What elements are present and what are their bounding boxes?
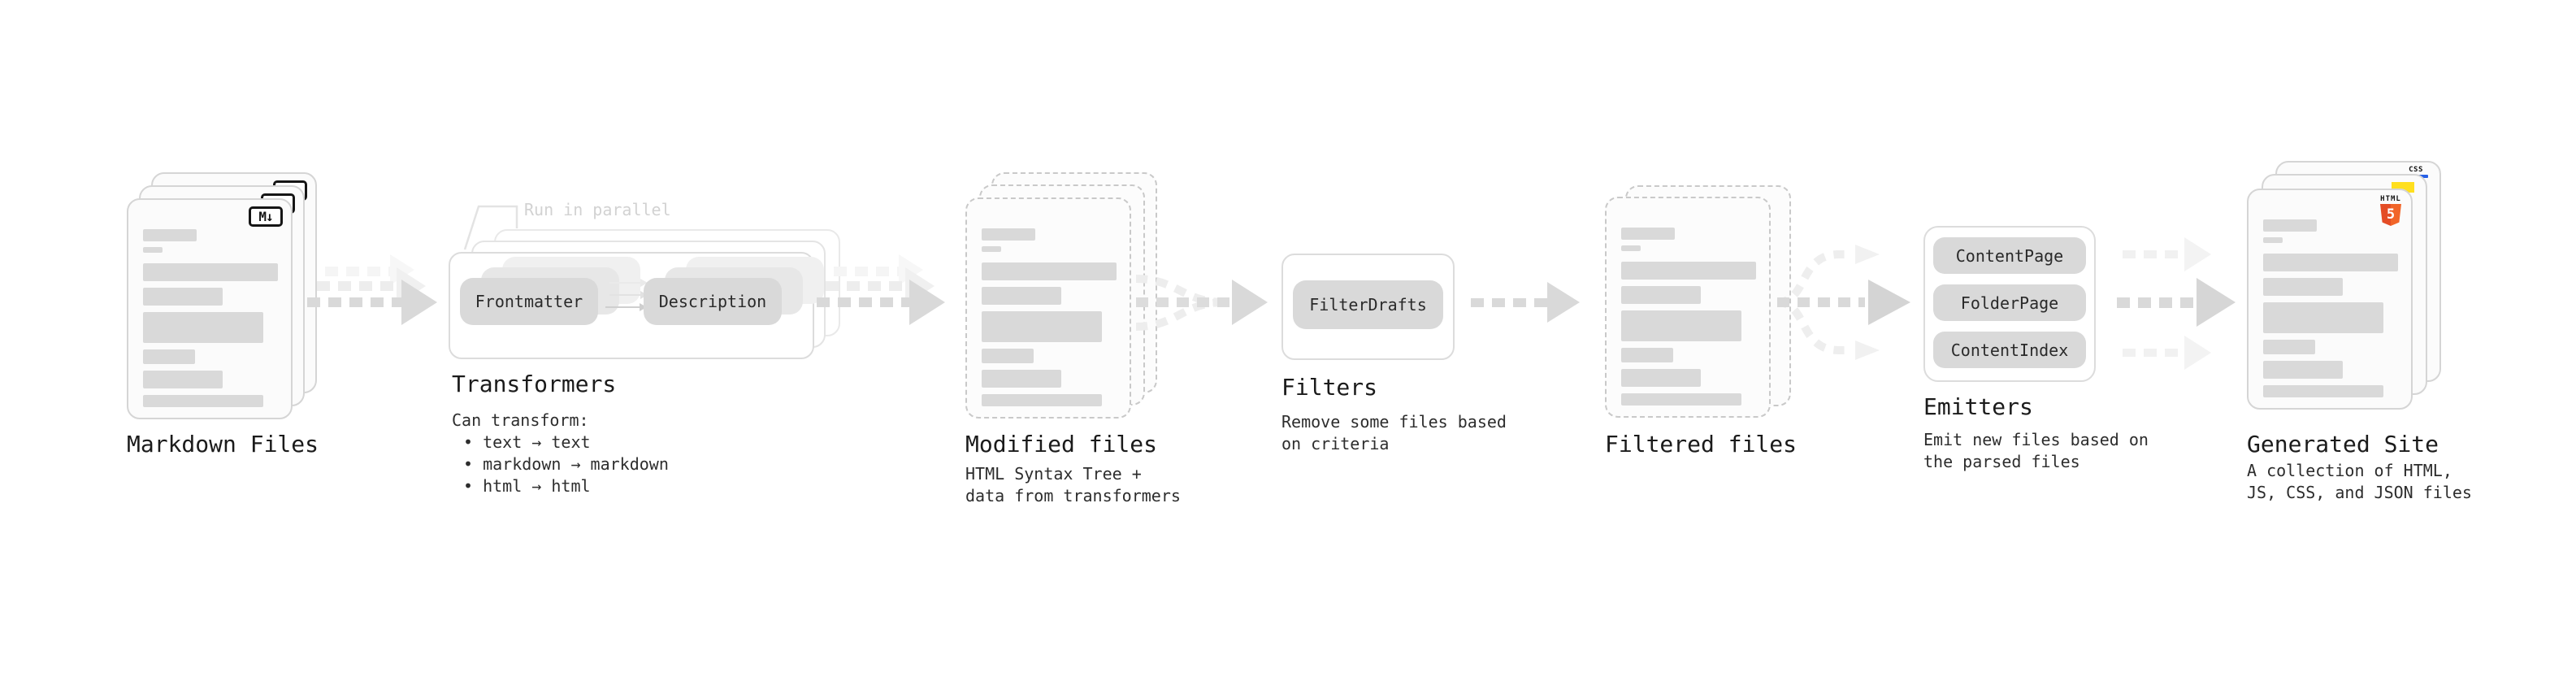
markdown-files-label: Markdown Files — [127, 431, 319, 458]
markdown-file-card-front: M↓ — [127, 198, 293, 419]
text-placeholder — [2263, 361, 2343, 379]
text-placeholder — [143, 312, 263, 343]
text-placeholder — [1621, 262, 1756, 280]
text-placeholder — [143, 371, 223, 388]
run-in-parallel-connector — [463, 205, 518, 250]
transformer-pill-description: Description — [644, 278, 782, 325]
modified-files-subtitle: HTML Syntax Tree + data from transformer… — [965, 463, 1181, 507]
transformer-pill-frontmatter: Frontmatter — [460, 278, 598, 325]
text-placeholder — [143, 247, 163, 253]
filters-label: Filters — [1281, 374, 1378, 401]
text-placeholder — [982, 262, 1117, 280]
text-placeholder — [2263, 302, 2383, 333]
subtitle-line: the parsed files — [1923, 452, 2080, 471]
subtitle-line: JS, CSS, and JSON files — [2247, 483, 2472, 502]
text-placeholder — [143, 229, 197, 241]
text-placeholder — [982, 287, 1061, 305]
subtitle-line: A collection of HTML, — [2247, 461, 2452, 480]
text-placeholder — [2263, 278, 2343, 296]
subtitle-line: Remove some files based — [1281, 412, 1507, 432]
text-placeholder — [2263, 340, 2315, 354]
subtitle-line: HTML Syntax Tree + — [965, 464, 1142, 484]
css-badge-label: CSS — [2409, 166, 2423, 174]
filtered-file-card-front — [1605, 197, 1771, 418]
text-placeholder — [2263, 219, 2317, 232]
generated-file-card-html: HTML 5 — [2247, 189, 2413, 410]
text-placeholder — [982, 311, 1102, 342]
text-placeholder — [143, 263, 278, 281]
text-placeholder — [143, 349, 195, 364]
text-placeholder — [982, 246, 1001, 252]
markdown-icon: M↓ — [249, 206, 283, 227]
generated-site-label: Generated Site — [2247, 431, 2439, 458]
text-placeholder — [1621, 286, 1701, 304]
emitters-label: Emitters — [1923, 393, 2033, 420]
text-placeholder — [982, 394, 1102, 406]
text-placeholder — [2263, 254, 2398, 271]
transformers-subtitle: Can transform: • text → text • markdown … — [452, 410, 669, 497]
fan-out-arrow — [1776, 245, 1910, 360]
text-placeholder — [982, 349, 1034, 363]
emitter-pill-contentindex: ContentIndex — [1933, 332, 2086, 368]
text-placeholder — [143, 395, 263, 407]
filters-subtitle: Remove some files based on criteria — [1281, 411, 1507, 455]
filter-pill-filterdrafts: FilterDrafts — [1293, 280, 1443, 329]
text-placeholder — [2263, 237, 2283, 243]
html5-icon: HTML 5 — [2379, 195, 2403, 226]
text-placeholder — [143, 288, 223, 306]
fan-in-arrow — [1135, 275, 1268, 331]
emitters-subtitle: Emit new files based on the parsed files — [1923, 429, 2149, 473]
transformers-label: Transformers — [452, 371, 617, 397]
text-placeholder — [1621, 245, 1641, 251]
emitter-pill-folderpage: FolderPage — [1933, 284, 2086, 321]
subtitle-line: Emit new files based on — [1923, 430, 2149, 449]
text-placeholder — [1621, 348, 1673, 362]
text-placeholder — [2263, 385, 2383, 397]
emitter-pill-contentpage: ContentPage — [1933, 237, 2086, 274]
text-placeholder — [1621, 369, 1701, 387]
run-in-parallel-annotation: Run in parallel — [524, 200, 671, 219]
text-placeholder — [1621, 310, 1741, 341]
subtitle-line: on criteria — [1281, 434, 1390, 453]
text-placeholder — [982, 370, 1061, 388]
subtitle-line: Can transform: — [452, 410, 589, 430]
modified-file-card-front — [965, 197, 1131, 419]
subtitle-line: • html → html — [463, 476, 591, 496]
subtitle-line: data from transformers — [965, 486, 1181, 505]
generated-site-subtitle: A collection of HTML, JS, CSS, and JSON … — [2247, 460, 2472, 504]
filtered-files-label: Filtered files — [1605, 431, 1798, 458]
html5-icon-shield: 5 — [2380, 204, 2401, 226]
subtitle-line: • text → text — [463, 432, 591, 452]
text-placeholder — [1621, 393, 1741, 406]
html5-icon-label: HTML — [2380, 195, 2401, 203]
text-placeholder — [1621, 228, 1675, 240]
subtitle-line: • markdown → markdown — [463, 454, 669, 474]
text-placeholder — [982, 228, 1035, 241]
modified-files-label: Modified files — [965, 431, 1158, 458]
